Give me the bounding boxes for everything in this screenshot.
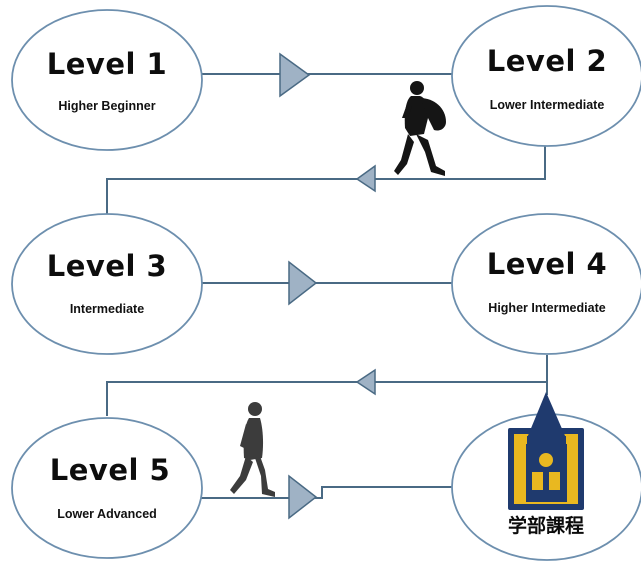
connector-level5-to-destination — [201, 486, 455, 499]
level-4-ellipse — [451, 213, 641, 355]
level-2-node: Level 2 Lower Intermediate — [451, 5, 641, 147]
level-3-node: Level 3 Intermediate — [11, 213, 203, 355]
level-1-subtitle: Higher Beginner — [58, 99, 155, 113]
connector-level2-to-level3 — [106, 146, 546, 214]
arrow-right-icon — [288, 260, 318, 306]
level-4-subtitle: Higher Intermediate — [488, 301, 605, 315]
level-3-title: Level 3 — [47, 249, 167, 283]
level-5-subtitle: Lower Advanced — [57, 507, 157, 521]
walking-person-icon — [230, 402, 275, 497]
level-2-title: Level 2 — [487, 44, 607, 78]
walking-student-with-backpack-icon — [394, 81, 446, 176]
level-4-title: Level 4 — [487, 247, 607, 281]
level-5-title: Level 5 — [50, 453, 170, 487]
level-3-ellipse — [11, 213, 203, 355]
arrow-left-icon — [355, 368, 376, 396]
arrow-right-icon — [279, 52, 311, 98]
level-5-node: Level 5 Lower Advanced — [11, 417, 203, 559]
level-5-ellipse — [11, 417, 203, 559]
destination-label: 学部課程 — [508, 514, 584, 537]
destination-node: 学部課程 — [451, 392, 641, 561]
level-2-subtitle: Lower Intermediate — [490, 98, 605, 112]
connector-level4-to-level5 — [106, 355, 548, 416]
level-1-ellipse — [11, 9, 203, 151]
level-2-ellipse — [451, 5, 641, 147]
level-1-node: Level 1 Higher Beginner — [11, 9, 203, 151]
level-4-node: Level 4 Higher Intermediate — [451, 213, 641, 355]
direction-arrows — [279, 52, 376, 520]
level-1-title: Level 1 — [47, 47, 167, 81]
arrow-right-icon — [288, 474, 318, 520]
connector-lines — [106, 73, 548, 499]
level-3-subtitle: Intermediate — [70, 302, 144, 316]
arrow-left-icon — [355, 164, 376, 193]
clock-tower-logo-icon — [508, 392, 584, 510]
